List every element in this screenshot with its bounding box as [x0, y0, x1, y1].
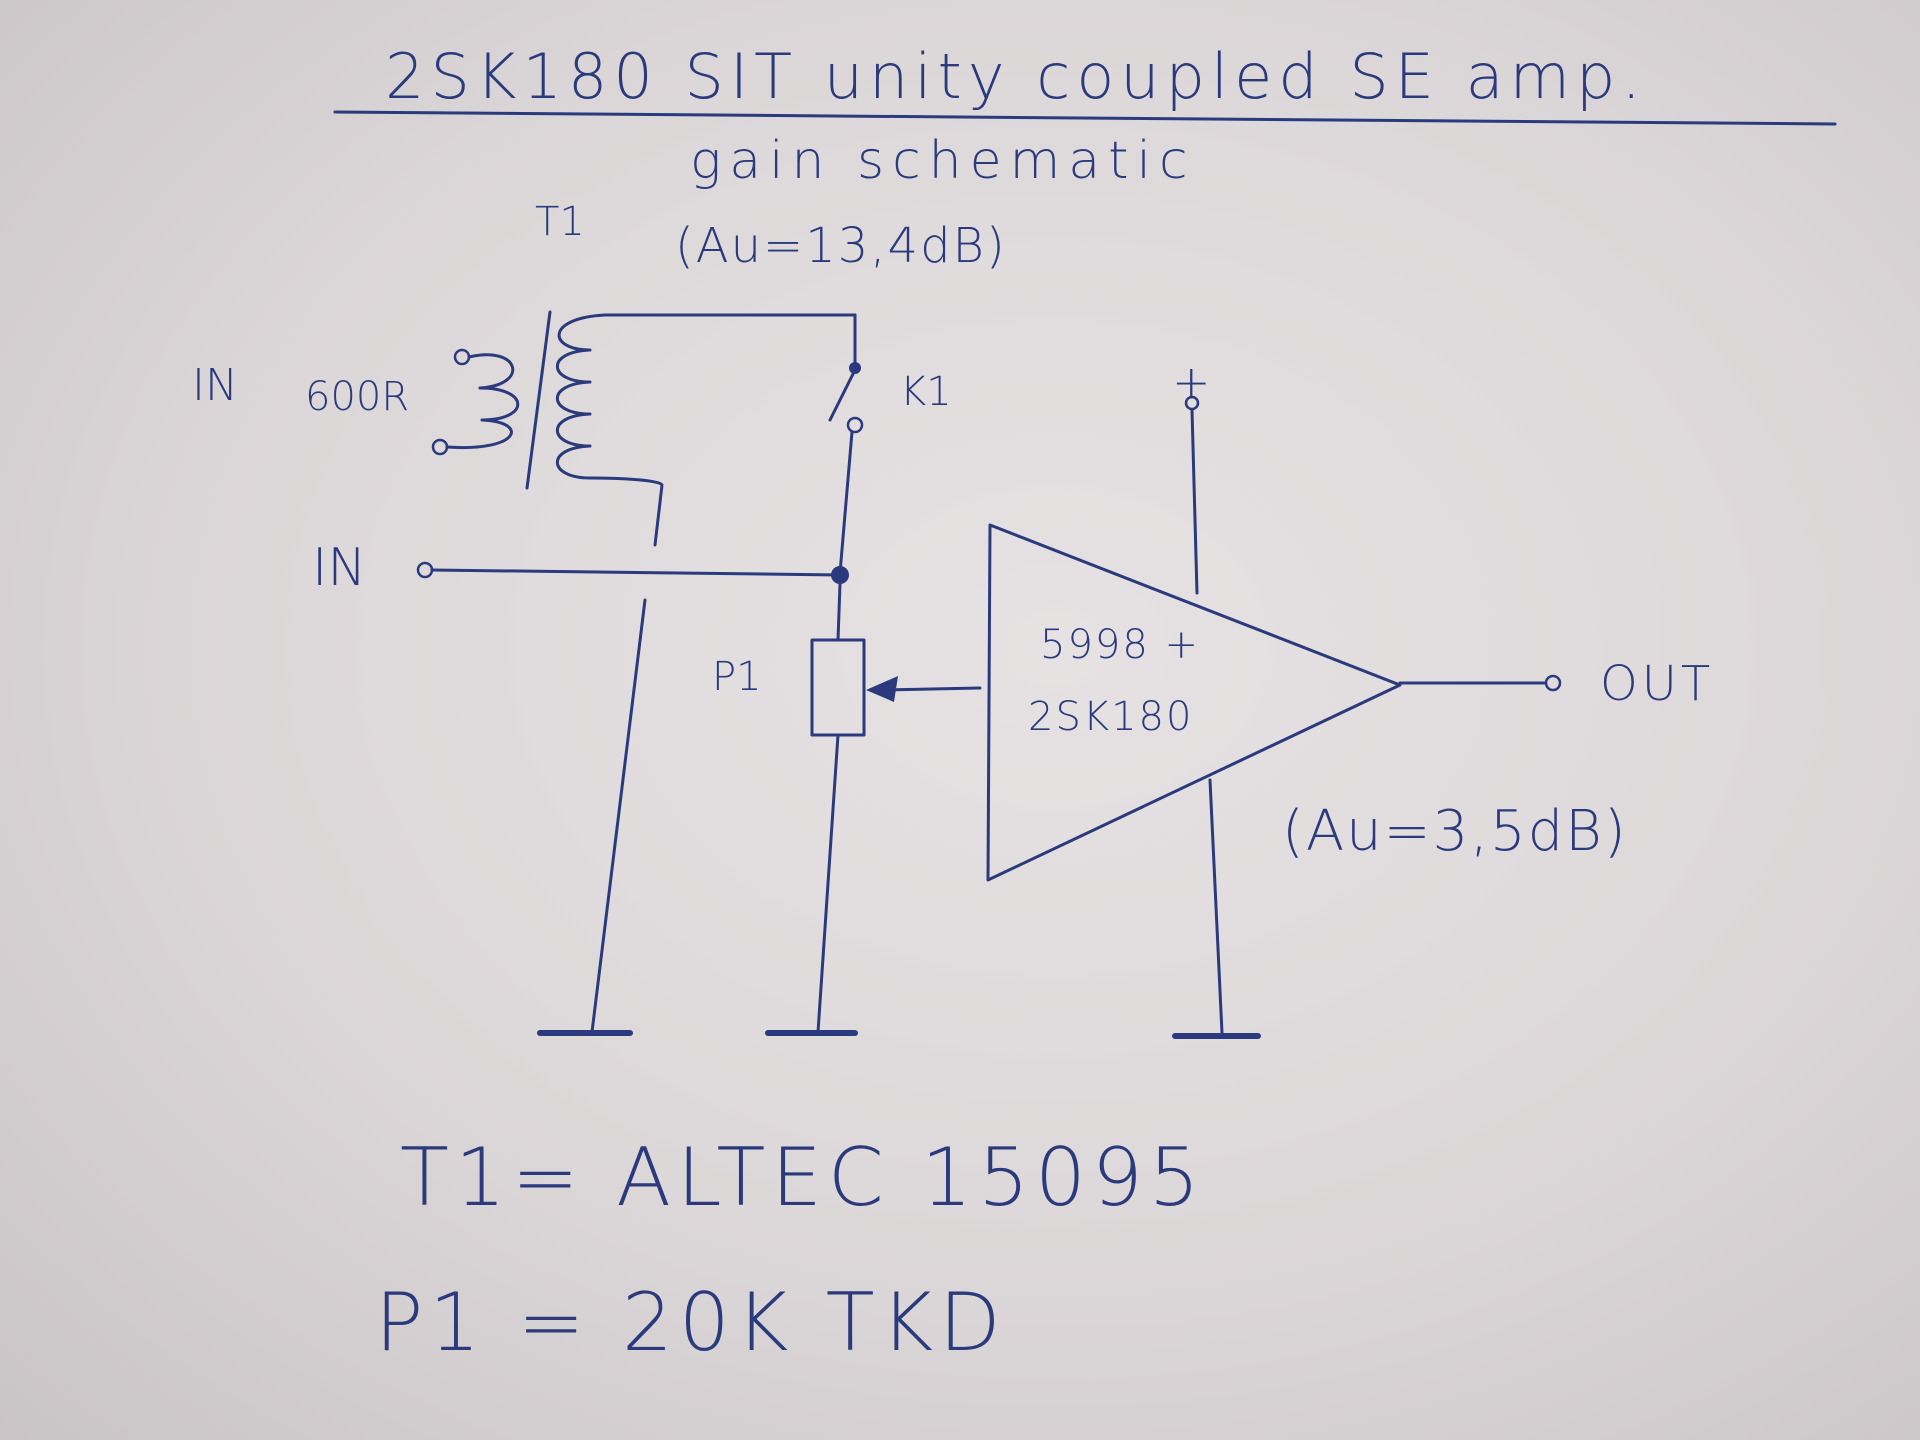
amplifier-ground-wire: [1208, 778, 1224, 1035]
input-bottom-label: IN: [312, 538, 366, 598]
subtitle-text: gain schematic: [690, 131, 1196, 191]
supply-plus-label: +: [1172, 355, 1211, 409]
switch-top-contact: [849, 362, 861, 374]
pot-ground-wire: [816, 733, 840, 1034]
primary-bottom-terminal: [431, 438, 449, 456]
transformer-ground-wire: [590, 598, 647, 1034]
amplifier-tube-label: 5998 +: [1040, 622, 1200, 668]
primary-top-terminal: [453, 348, 471, 366]
switch-bottom-contact: [846, 416, 864, 434]
pot-body: [810, 638, 866, 737]
switch-to-node-wire: [838, 430, 854, 575]
supply-wire: [1190, 408, 1199, 595]
primary-winding-coil: [445, 353, 520, 450]
amplifier-gain-text: (Au=3,5dB): [1282, 799, 1628, 864]
wiper-arrow: [866, 676, 898, 702]
title-text: 2SK180 SIT unity coupled SE amp.: [385, 40, 1647, 113]
transformer-label: T1: [535, 199, 585, 245]
transformer-core: [525, 310, 552, 490]
wiper-wire: [883, 686, 982, 692]
output-terminal: [1544, 674, 1562, 692]
input-to-node-wire: [430, 568, 842, 577]
pot-label: P1: [712, 654, 762, 700]
input-bottom-terminal: [416, 561, 434, 579]
title-underline: [333, 110, 1837, 126]
input-impedance-label: 600R: [305, 374, 409, 420]
junction-node: [831, 566, 849, 584]
secondary-winding-coil: [556, 313, 857, 547]
parts-p1-line: P1 = 20K TKD: [375, 1276, 1007, 1369]
switch-label: K1: [900, 369, 952, 415]
amplifier-transistor-label: 2SK180: [1028, 694, 1193, 740]
pot-top-lead: [836, 582, 842, 642]
amplifier-triangle: [986, 523, 1402, 882]
parts-t1-line: T1= ALTEC 15095: [400, 1131, 1206, 1224]
switch-blade: [828, 368, 857, 422]
input-top-label: IN: [192, 360, 238, 411]
output-label: OUT: [1600, 656, 1714, 712]
transformer-gain-text: (Au=13,4dB): [675, 218, 1007, 274]
